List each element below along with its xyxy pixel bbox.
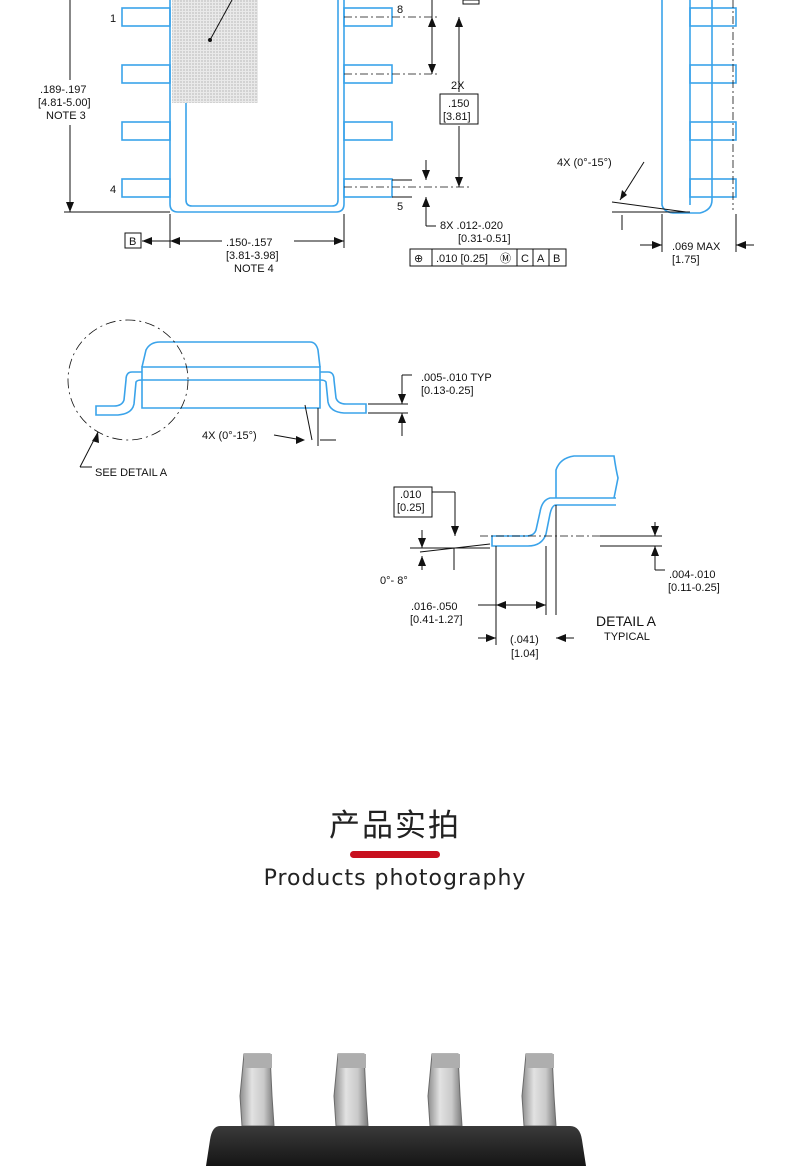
datum-b: B [129, 236, 136, 248]
length-dim-inch: .189-.197 [40, 84, 86, 96]
section-subtitle: Products photography [263, 866, 527, 891]
length-dim-mm: [4.81-5.00] [38, 97, 91, 109]
detail-a-view: 0°- 8° .010 [0.25] .016-.050 [0.41-1.27]… [380, 455, 720, 660]
width-dim-inch: .150-.157 [226, 237, 272, 249]
length-dim-note: NOTE 3 [46, 110, 86, 122]
title-accent-bar [350, 851, 440, 858]
width-dim-mm: [3.81-3.98] [226, 250, 279, 262]
detail-a-subtitle: TYPICAL [604, 631, 650, 643]
footprint-dim-inch: (.041) [510, 634, 539, 646]
end-view: 4X (0°-15°) .069 MAX [1.75] [557, 0, 754, 266]
detail-a-title: DETAIL A [596, 613, 657, 629]
standoff-dim-mm: [0.11-0.25] [668, 582, 720, 594]
pin-label-5: 5 [397, 201, 403, 213]
soic-8-chip-photo-icon [206, 1053, 586, 1166]
foot-dim-mm: [0.41-1.27] [410, 614, 463, 626]
gauge-dim-mm: [0.25] [397, 502, 425, 514]
tolerance-frame: ⊕ .010 [0.25] Ⓜ C A B [409, 248, 567, 267]
standoff-dim-inch: .004-.010 [669, 569, 715, 581]
tolerance-value: .010 [0.25] [436, 253, 488, 265]
lead-width-dim-inch: 8X .012-.020 [440, 220, 503, 232]
pitch-dim-inch: .150 [448, 98, 469, 110]
height-dim-inch: .069 MAX [672, 241, 721, 253]
pin-label-1: 1 [110, 13, 116, 25]
top-view: 1 4 8 5 .189-.197 [4.81-5.00] NOTE 3 B .… [38, 0, 567, 275]
mmc-symbol: Ⓜ [500, 252, 511, 265]
thickness-dim-inch: .005-.010 TYP [421, 372, 492, 384]
thickness-dim-mm: [0.13-0.25] [421, 385, 474, 397]
position-symbol: ⊕ [414, 253, 423, 265]
pin-label-8: 8 [397, 4, 403, 16]
width-dim-note: NOTE 4 [234, 263, 274, 275]
height-dim-mm: [1.75] [672, 254, 700, 266]
section-title: 产品实拍 [329, 808, 461, 844]
datum-a: A [537, 253, 545, 265]
datum-b-ref: B [553, 253, 560, 265]
side-angle-dim: 4X (0°-15°) [202, 430, 257, 442]
pitch-dim-count: 2X [451, 80, 465, 92]
datum-c: C [521, 253, 529, 265]
see-detail-a: SEE DETAIL A [95, 467, 168, 479]
end-view-angle-dim: 4X (0°-15°) [557, 157, 612, 169]
footprint-dim-mm: [1.04] [511, 648, 539, 660]
pitch-dim-mm: [3.81] [443, 111, 471, 123]
lead-width-dim-mm: [0.31-0.51] [458, 233, 511, 245]
gauge-dim-inch: .010 [400, 489, 421, 501]
detail-angle-dim: 0°- 8° [380, 575, 408, 587]
side-view: SEE DETAIL A 4X (0°-15°) .005-.010 TYP [… [67, 319, 492, 479]
foot-dim-inch: .016-.050 [411, 601, 457, 613]
pin-label-4: 4 [110, 184, 116, 196]
